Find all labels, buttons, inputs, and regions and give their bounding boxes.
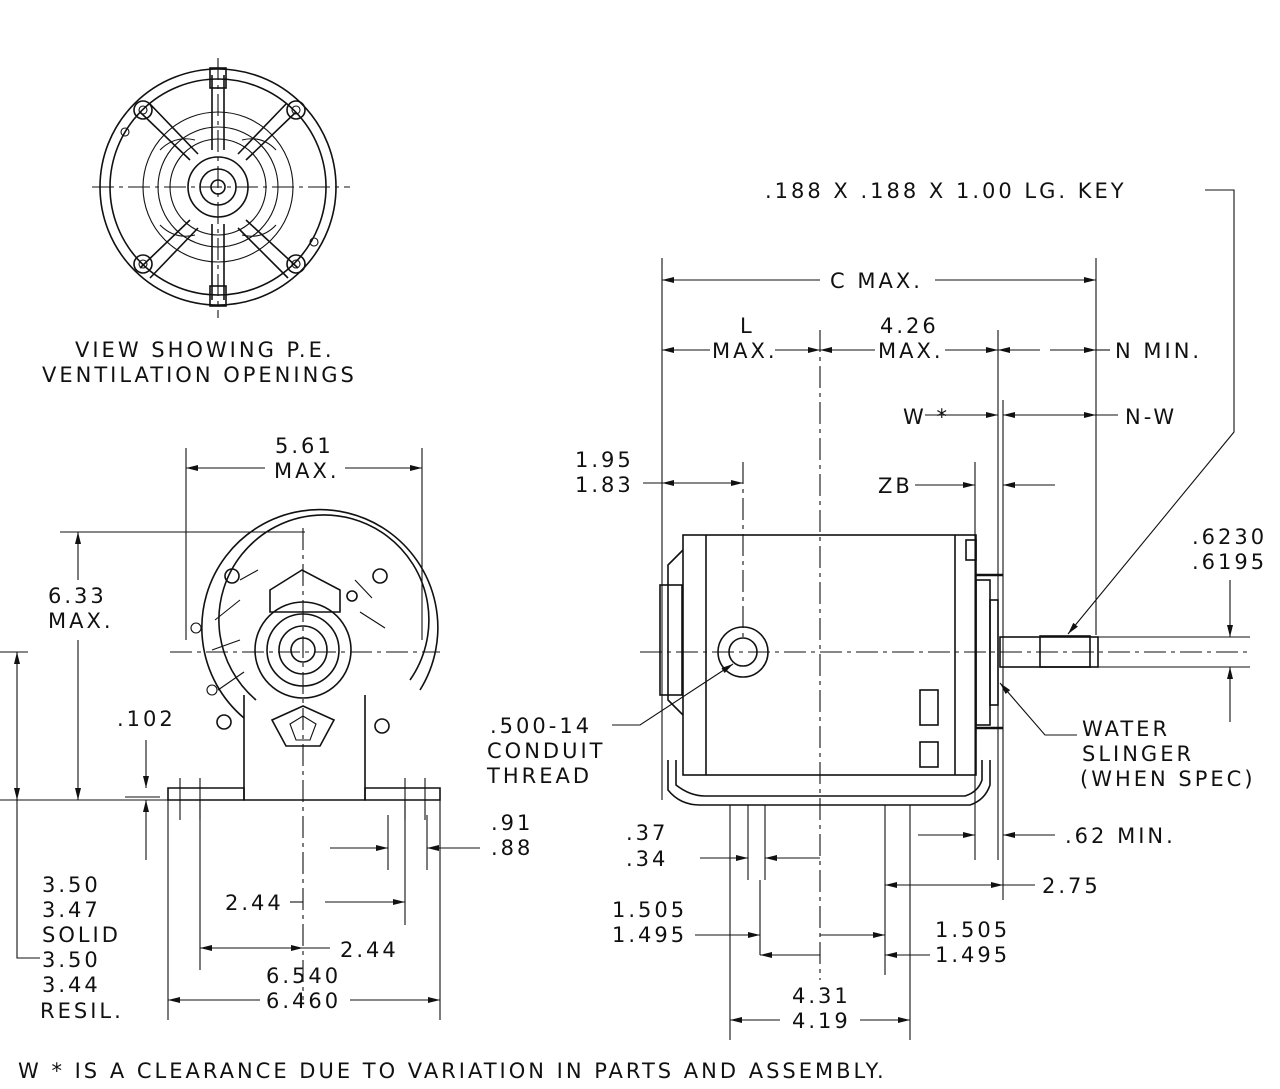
d6460-label: 6.460 xyxy=(266,989,341,1013)
n-min-label: N MIN. xyxy=(1115,339,1202,363)
d244b-label: 2.44 xyxy=(340,938,399,962)
l-max-label: MAX. xyxy=(712,339,778,363)
d183-label: 1.83 xyxy=(575,473,634,497)
view-caption-line2: VENTILATION OPENINGS xyxy=(42,363,357,387)
d419-label: 4.19 xyxy=(792,1009,851,1033)
conduit-label-1: .500-14 xyxy=(490,714,592,738)
d350-label: 3.50 xyxy=(42,873,101,897)
d561-label: 5.61 xyxy=(275,434,334,458)
d633-max-label: MAX. xyxy=(48,609,114,633)
d1505b-label: 1.505 xyxy=(935,918,1010,942)
d102-label: .102 xyxy=(117,707,176,731)
dimension-labels: .188 X .188 X 1.00 LG. KEY VIEW SHOWING … xyxy=(18,179,1267,1083)
footnote: W * IS A CLEARANCE DUE TO VARIATION IN P… xyxy=(18,1059,887,1083)
dimension-lines xyxy=(0,189,1235,1023)
conduit-label-2: CONDUIT xyxy=(487,739,605,763)
d195-label: 1.95 xyxy=(575,448,634,472)
c-max-label: C MAX. xyxy=(830,269,923,293)
slinger-label-1: WATER xyxy=(1082,717,1170,741)
d37-label: .37 xyxy=(626,821,668,845)
zb-label: ZB xyxy=(878,474,913,498)
d426-max-label: MAX. xyxy=(878,339,944,363)
d244a-label: 2.44 xyxy=(225,891,284,915)
d34-label: .34 xyxy=(626,847,668,871)
l-label: L xyxy=(740,314,755,338)
d1495b-label: 1.495 xyxy=(935,943,1010,967)
d91-label: .91 xyxy=(491,811,533,835)
n-w-label: N-W xyxy=(1125,405,1177,429)
resil-label: RESIL. xyxy=(40,999,124,1023)
pe-ventilation-view xyxy=(92,58,350,318)
w-star-label: W * xyxy=(903,405,950,429)
motor-side-view xyxy=(640,330,1250,1040)
d633-label: 6.33 xyxy=(48,584,107,608)
d62-min-label: .62 MIN. xyxy=(1065,824,1176,848)
d426-label: 4.26 xyxy=(880,314,939,338)
d1505a-label: 1.505 xyxy=(612,898,687,922)
solid-label: SOLID xyxy=(42,923,121,947)
d6230-label: .6230 xyxy=(1192,525,1267,549)
slinger-label-3: (WHEN SPEC) xyxy=(1080,767,1256,791)
key-label: .188 X .188 X 1.00 LG. KEY xyxy=(765,179,1127,203)
d88-label: .88 xyxy=(491,836,533,860)
view-caption-line1: VIEW SHOWING P.E. xyxy=(75,338,335,362)
d1495a-label: 1.495 xyxy=(612,923,687,947)
motor-end-view xyxy=(167,508,441,1000)
d347-label: 3.47 xyxy=(42,898,101,922)
d350b-label: 3.50 xyxy=(42,948,101,972)
d431-label: 4.31 xyxy=(792,984,851,1008)
conduit-label-3: THREAD xyxy=(486,764,592,788)
d6540-label: 6.540 xyxy=(266,964,341,988)
d6195-label: .6195 xyxy=(1192,550,1267,574)
d561-max-label: MAX. xyxy=(274,459,340,483)
d344-label: 3.44 xyxy=(42,973,101,997)
slinger-label-2: SLINGER xyxy=(1082,742,1194,766)
d275-label: 2.75 xyxy=(1042,874,1101,898)
